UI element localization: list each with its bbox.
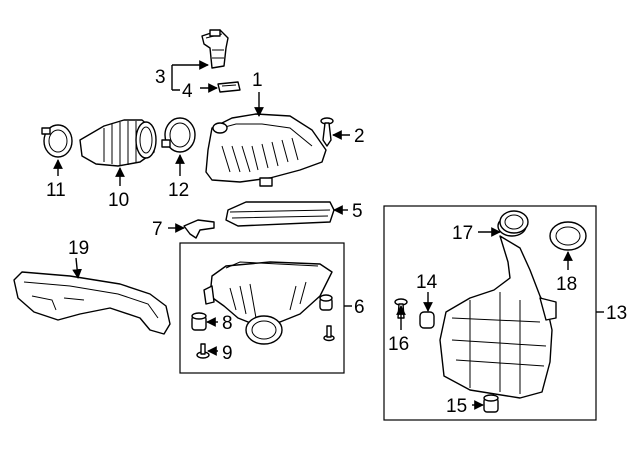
callout-19: 19	[68, 238, 89, 259]
lower-housing-shape	[203, 261, 333, 345]
callout-5: 5	[352, 201, 363, 222]
callout-17: 17	[452, 223, 473, 244]
callout-10: 10	[108, 190, 129, 211]
air-cleaner-cover-shape	[205, 113, 327, 187]
callout-2: 2	[354, 126, 365, 147]
leader-lines	[53, 60, 604, 410]
clip-shape	[183, 219, 215, 239]
screw-shape	[320, 117, 334, 147]
clamp-left-shape	[41, 124, 73, 158]
bolt-shape	[196, 325, 335, 359]
callout-12: 12	[168, 180, 189, 201]
callout-4: 4	[182, 81, 193, 102]
callout-7: 7	[152, 219, 163, 240]
clamp-right-shape	[161, 117, 196, 153]
resonator-group-frame	[383, 205, 597, 421]
maf-sensor-shape	[201, 29, 229, 69]
air-filter-shape	[225, 201, 335, 227]
outlet-hose-shape	[79, 119, 157, 167]
callout-14: 14	[416, 272, 438, 293]
callout-9: 9	[222, 343, 233, 364]
insulator-lower-shape	[483, 394, 499, 413]
insulator-shape	[419, 311, 435, 329]
callout-18: 18	[556, 274, 577, 295]
seal-right-shape	[549, 221, 587, 251]
seal-upper-shape	[499, 210, 529, 234]
callout-6: 6	[354, 297, 365, 318]
callout-16: 16	[388, 334, 409, 355]
housing-group-frame	[179, 242, 345, 374]
callout-3: 3	[155, 67, 166, 88]
callout-11: 11	[46, 180, 66, 201]
callout-15: 15	[446, 396, 467, 417]
callout-1: 1	[252, 70, 263, 91]
callout-8: 8	[222, 313, 233, 334]
callout-13: 13	[606, 303, 627, 324]
grommet-shape	[191, 294, 333, 331]
inlet-duct-shape	[13, 271, 171, 335]
gasket-shape	[217, 81, 241, 93]
